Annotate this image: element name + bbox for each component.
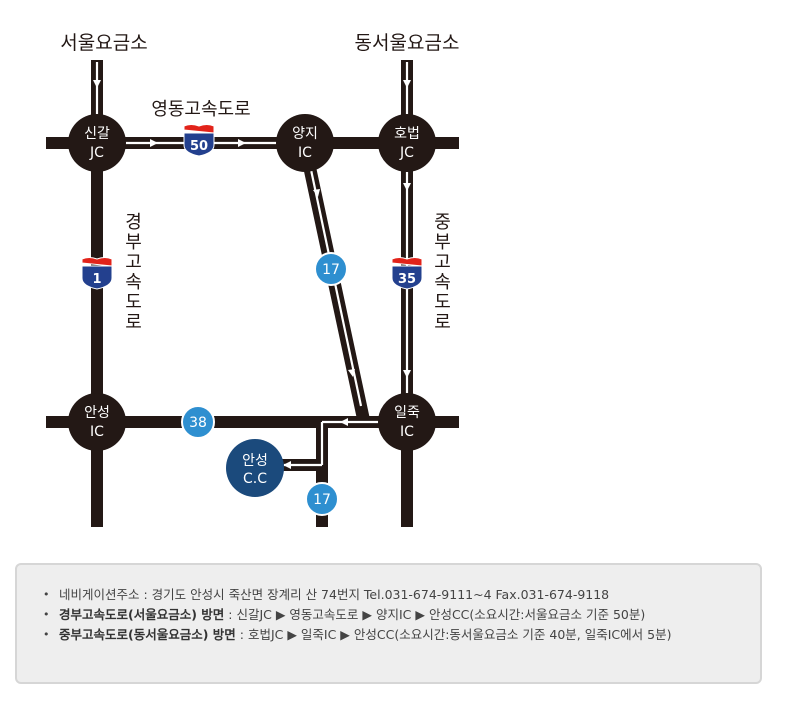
shield-35-number: 35 [398, 272, 416, 287]
tollgate-seoul-label: 서울요금소 [60, 32, 147, 54]
expressway-shield-50: 50 [183, 124, 215, 157]
arrow-icon [283, 461, 291, 469]
route-map: 서울요금소 동서울요금소 신갈 JC [46, 32, 460, 527]
route38-road [46, 416, 459, 428]
arrow-icon [340, 418, 348, 426]
arrow-icon [403, 80, 411, 88]
junction-yangji-name: 양지 [292, 126, 318, 142]
route2-text: : 호법JC ▶ 일죽IC ▶ 안성CC(소요시간:동서울요금소 기준 40분,… [235, 627, 672, 642]
gyeongbu-expressway-label: 경부고속도로 [122, 212, 143, 332]
route-badge-17-lower: 17 [305, 482, 339, 516]
destination-anseong-cc: 안성 C.C [226, 439, 284, 497]
arrow-icon [150, 139, 158, 147]
jungbu-route-item: 중부고속도로(동서울요금소) 방면 : 호법JC ▶ 일죽IC ▶ 안성CC(소… [43, 625, 738, 645]
junction-singal-name: 신갈 [84, 126, 110, 142]
route1-text: : 신갈JC ▶ 영동고속도로 ▶ 양지IC ▶ 안성CC(소요시간:서울요금소… [224, 607, 646, 622]
junction-hobeop-name: 호법 [394, 126, 420, 142]
junction-yangji: 양지 IC [276, 114, 334, 172]
junction-anseong: 안성 IC [68, 393, 126, 451]
destination-name: 안성 [242, 453, 268, 469]
route-guide-lines [95, 62, 409, 467]
direction-arrows [93, 80, 411, 469]
route1-label: 경부고속도로(서울요금소) 방면 [59, 607, 225, 622]
route-badge-17-upper: 17 [314, 252, 348, 286]
route-38-number: 38 [189, 415, 207, 431]
junction-anseong-name: 안성 [84, 405, 110, 421]
junction-iljuk: 일죽 IC [378, 393, 436, 451]
gyeongbu-route-item: 경부고속도로(서울요금소) 방면 : 신갈JC ▶ 영동고속도로 ▶ 양지IC … [43, 605, 738, 625]
junction-hobeop: 호법 JC [378, 114, 436, 172]
arrow-icon [403, 370, 411, 378]
directions-list: 네비게이션주소 : 경기도 안성시 죽산면 장계리 산 74번지 Tel.031… [43, 585, 738, 645]
route-17-number: 17 [322, 262, 340, 278]
junction-hobeop-type: JC [399, 145, 414, 161]
junction-singal: 신갈 JC [68, 114, 126, 172]
arrow-icon [313, 189, 320, 197]
jungbu-expressway-label: 중부고속도로 [431, 212, 452, 332]
junction-anseong-type: IC [90, 424, 104, 440]
address-text: 경기도 안성시 죽산면 장계리 산 74번지 Tel.031-674-9111~… [151, 587, 610, 602]
junction-iljuk-type: IC [400, 424, 414, 440]
navigation-address-item: 네비게이션주소 : 경기도 안성시 죽산면 장계리 산 74번지 Tel.031… [43, 585, 738, 605]
shield-1-number: 1 [92, 272, 101, 287]
expressway-shield-1: 1 [81, 257, 113, 290]
junction-iljuk-name: 일죽 [394, 405, 420, 421]
junction-singal-type: JC [89, 145, 104, 161]
directions-info-box: 네비게이션주소 : 경기도 안성시 죽산면 장계리 산 74번지 Tel.031… [15, 563, 762, 684]
route2-label: 중부고속도로(동서울요금소) 방면 [59, 627, 236, 642]
arrow-icon [348, 369, 355, 377]
arrow-icon [403, 183, 411, 191]
address-label: 네비게이션주소 : [59, 587, 152, 602]
tollgate-dongseoul-label: 동서울요금소 [355, 32, 460, 54]
expressway-shield-35: 35 [391, 257, 423, 290]
junction-yangji-type: IC [298, 145, 312, 161]
route-17-number: 17 [313, 492, 331, 508]
route-badge-38: 38 [181, 405, 215, 439]
arrow-icon [93, 80, 101, 88]
destination-type: C.C [243, 471, 267, 487]
yeongdong-expressway-label: 영동고속도로 [151, 99, 250, 120]
shield-50-number: 50 [190, 139, 208, 154]
arrow-icon [238, 139, 246, 147]
